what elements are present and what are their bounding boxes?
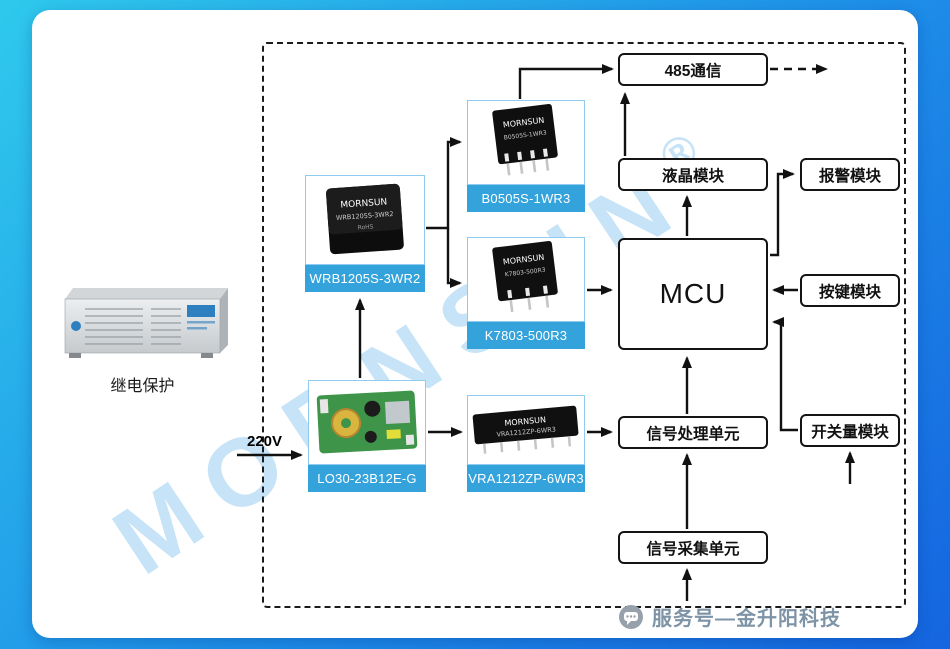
b0505s-photo: MORNSUN B0505S-1WR3	[467, 100, 585, 185]
relay-device-image	[64, 288, 228, 358]
block-lcd-module: 液晶模块	[618, 158, 768, 191]
device-emblem	[71, 321, 81, 331]
diagram-boundary	[262, 42, 906, 608]
k7803-photo: MORNSUN K7803-500R3	[467, 237, 585, 322]
footer-account-name: 服务号—金升阳科技	[652, 608, 841, 630]
wrb1205s-label: WRB1205S-3WR2	[305, 265, 425, 292]
power-input-label: 220V	[247, 433, 283, 450]
product-k7803: MORNSUN K7803-500R3 K7803-500R3	[467, 237, 585, 349]
chip-marking-text: RoHS	[357, 223, 374, 231]
footer-service-account: 服务号—金升阳科技	[618, 602, 841, 631]
chip-model-text: K7803-500R3	[505, 267, 547, 279]
block-alarm-module: 报警模块	[800, 158, 900, 191]
relay-device: 继电保护	[55, 283, 230, 396]
device-logo-panel	[187, 305, 215, 317]
block-signal-processing: 信号处理单元	[618, 416, 768, 449]
vra1212zp-label: VRA1212ZP-6WR3	[467, 465, 585, 492]
vra1212zp-photo: MORNSUN VRA1212ZP-6WR3	[467, 395, 585, 465]
block-signal-acquisition: 信号采集单元	[618, 531, 768, 564]
relay-device-label: 继电保护	[110, 378, 175, 395]
product-lo30: LO30-23B12E-G	[308, 380, 426, 492]
block-485-comm: 485通信	[618, 53, 768, 86]
chat-bubble-icon	[619, 604, 643, 629]
product-wrb1205s: MORNSUN WRB1205S-3WR2 RoHS WRB1205S-3WR2	[305, 175, 425, 292]
block-switch-module: 开关量模块	[800, 414, 900, 447]
product-b0505s: MORNSUN B0505S-1WR3 B0505S-1WR3	[467, 100, 585, 212]
lo30-photo	[308, 380, 426, 465]
block-key-module: 按键模块	[800, 274, 900, 307]
lo30-label: LO30-23B12E-G	[308, 465, 426, 492]
vent-slots	[85, 308, 181, 345]
b0505s-label: B0505S-1WR3	[467, 185, 585, 212]
chip-brand-text: MORNSUN	[504, 415, 546, 428]
k7803-label: K7803-500R3	[467, 322, 585, 349]
wrb1205s-photo: MORNSUN WRB1205S-3WR2 RoHS	[305, 175, 425, 265]
chip-brand-text: MORNSUN	[340, 197, 387, 210]
block-mcu: MCU	[618, 238, 768, 350]
product-vra1212zp: MORNSUN VRA1212ZP-6WR3 VRA1212ZP-6WR3	[467, 395, 585, 492]
